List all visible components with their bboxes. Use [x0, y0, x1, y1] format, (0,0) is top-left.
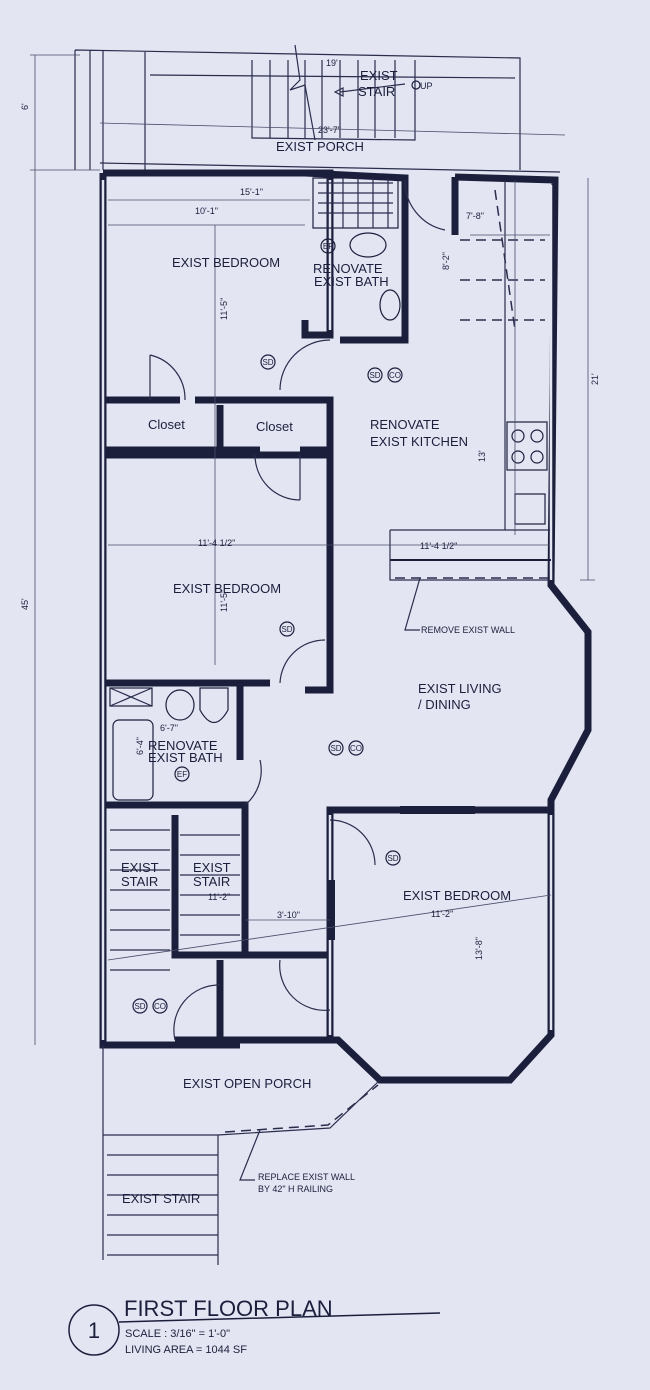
- label-bath-2a: RENOVATE: [148, 738, 218, 753]
- living-area-text: LIVING AREA = 1044 SF: [125, 1344, 247, 1356]
- label-kitchen-1: RENOVATE: [370, 417, 440, 432]
- toilet-icon-2: [199, 687, 229, 724]
- co-detector-icon: CO: [348, 740, 364, 756]
- stove-icon: [506, 421, 548, 471]
- svg-text:SD: SD: [330, 744, 341, 753]
- exhaust-fan-icon: EF: [174, 766, 190, 782]
- svg-text:EF: EF: [177, 770, 187, 779]
- svg-text:SD: SD: [387, 854, 398, 863]
- smoke-detector-icon: SD: [385, 850, 401, 866]
- label-stair-a1: EXIST: [121, 860, 159, 875]
- label-stair-top-1: EXIST: [360, 68, 398, 83]
- walls: [99, 169, 592, 1084]
- dim-7-8: 7'-8": [466, 211, 484, 221]
- dim-3-10: 3'-10": [277, 910, 300, 920]
- dim-11-4a: 11'-4 1/2": [198, 538, 235, 548]
- svg-text:CO: CO: [350, 744, 362, 753]
- exhaust-fan-icon: EF: [320, 238, 336, 254]
- dim-13: 13': [477, 450, 487, 462]
- dim-11-5a: 11'-5": [219, 298, 229, 320]
- note-remove-wall: REMOVE EXIST WALL: [421, 625, 515, 635]
- dim-23-7: 23'-7": [318, 125, 341, 135]
- smoke-detector-icon: SD: [260, 354, 276, 370]
- smoke-detectors: SD SD CO SD SD CO SD SD CO EF EF: [132, 238, 403, 1014]
- label-kitchen-2: EXIST KITCHEN: [370, 434, 468, 449]
- dim-8-2: 8'-2": [441, 252, 451, 270]
- dim-11-2b: 11'-2": [431, 909, 453, 919]
- dim-21: 21': [590, 373, 600, 385]
- dim-6-7: 6'-7": [160, 723, 178, 733]
- label-stair-bottom: EXIST STAIR: [122, 1191, 200, 1206]
- svg-text:CO: CO: [154, 1002, 166, 1011]
- scale-text: SCALE : 3/16" = 1'-0": [125, 1328, 230, 1340]
- note-replace-wall-1: REPLACE EXIST WALL: [258, 1172, 355, 1182]
- dim-15-1: 15'-1": [240, 187, 263, 197]
- svg-text:SD: SD: [134, 1002, 145, 1011]
- label-exist-porch: EXIST PORCH: [276, 139, 364, 154]
- smoke-detector-icon: SD: [279, 621, 295, 637]
- vent-icon: [109, 687, 153, 707]
- label-up: UP: [420, 81, 433, 91]
- dim-11-5b: 11'-5": [219, 590, 229, 612]
- plan-title: FIRST FLOOR PLAN: [124, 1296, 333, 1321]
- smoke-detector-icon: SD: [132, 998, 148, 1014]
- label-open-porch: EXIST OPEN PORCH: [183, 1076, 311, 1091]
- dim-6-4: 6'-4": [135, 737, 145, 755]
- bathtub-icon: [112, 719, 154, 801]
- top-porch: [74, 44, 566, 173]
- svg-text:CO: CO: [389, 371, 401, 380]
- toilet-icon: [349, 232, 387, 258]
- sink-icon: [379, 289, 401, 321]
- label-closet-2: Closet: [256, 419, 293, 434]
- label-bedroom-1: EXIST BEDROOM: [172, 255, 280, 270]
- dim-45: 45': [20, 598, 30, 610]
- smoke-detector-icon: SD: [328, 740, 344, 756]
- label-bedroom-2: EXIST BEDROOM: [173, 581, 281, 596]
- label-bath-1b: EXIST BATH: [314, 274, 389, 289]
- dim-13-8: 13'-8": [474, 937, 484, 960]
- drawing-number: 1: [88, 1318, 100, 1343]
- label-stair-a2: STAIR: [121, 874, 158, 889]
- smoke-detector-icon: SD: [367, 367, 383, 383]
- co-detector-icon: CO: [387, 367, 403, 383]
- doors: [149, 179, 446, 1041]
- svg-text:SD: SD: [281, 625, 292, 634]
- label-living-2: / DINING: [418, 697, 471, 712]
- label-bath-1a: RENOVATE: [313, 261, 383, 276]
- up-arrow-icon: [411, 80, 421, 90]
- dim-19: 19': [326, 58, 338, 68]
- shower-icon: [312, 177, 399, 229]
- note-replace-wall-2: BY 42" H RAILING: [258, 1184, 333, 1194]
- dim-11-2a: 11'-2": [208, 892, 230, 902]
- title-block: 1 FIRST FLOOR PLAN SCALE : 3/16" = 1'-0"…: [68, 1296, 441, 1356]
- label-stair-top-2: STAIR: [358, 84, 395, 99]
- dim-11-4b: 11'-4 1/2": [420, 541, 457, 551]
- kitchen-sink-icon: [514, 493, 546, 525]
- co-detector-icon: CO: [152, 998, 168, 1014]
- sink-icon-2: [165, 689, 195, 721]
- label-stair-b2: STAIR: [193, 874, 230, 889]
- label-living-1: EXIST LIVING: [418, 681, 502, 696]
- svg-text:EF: EF: [323, 242, 333, 251]
- label-bedroom-3: EXIST BEDROOM: [403, 888, 511, 903]
- stairs: [102, 189, 545, 1265]
- fixtures: [109, 177, 548, 801]
- dim-6: 6': [20, 103, 30, 110]
- svg-text:SD: SD: [369, 371, 380, 380]
- label-closet-1: Closet: [148, 417, 185, 432]
- drawing-number-circle: [68, 1304, 120, 1356]
- label-stair-b1: EXIST: [193, 860, 231, 875]
- dim-10-1: 10'-1": [195, 206, 218, 216]
- svg-text:SD: SD: [262, 358, 273, 367]
- label-bath-2b: EXIST BATH: [148, 750, 223, 765]
